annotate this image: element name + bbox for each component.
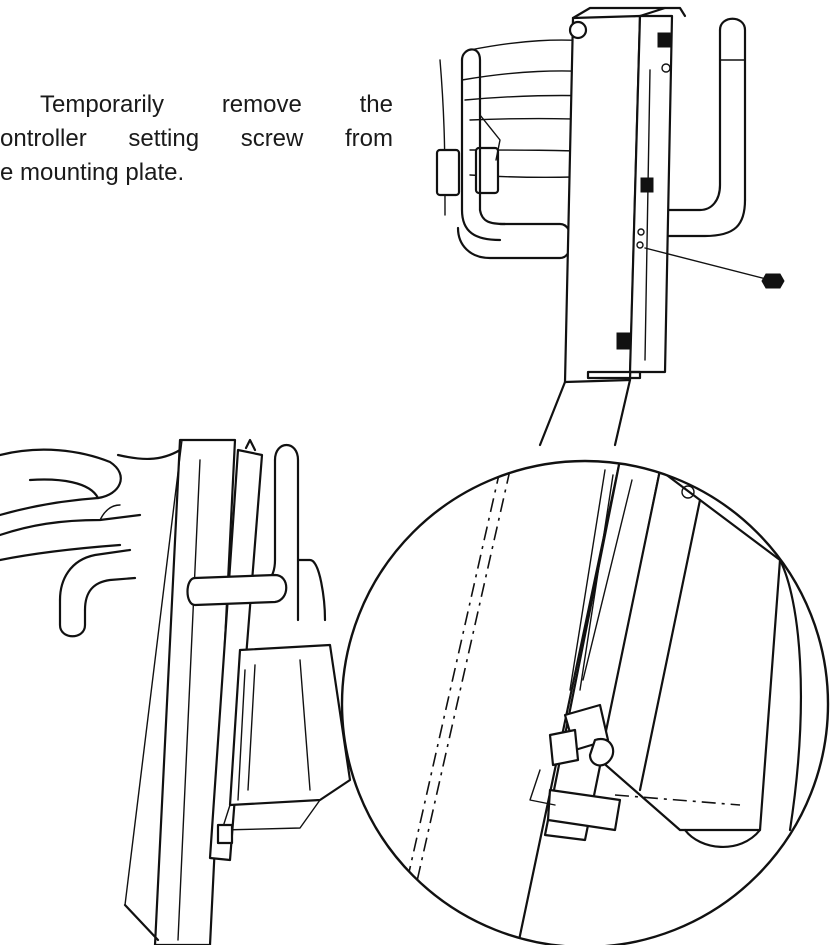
mounting-plate — [628, 14, 674, 374]
hand-illustration — [0, 448, 122, 500]
upright-post — [563, 14, 642, 384]
side-handle-grip — [273, 443, 300, 622]
instruction-line-3: e mounting plate. — [0, 159, 185, 186]
left-handle-grip — [460, 48, 482, 212]
instruction-text: Temporarily remove the ontroller setting… — [0, 88, 393, 190]
right-handle-grip — [718, 17, 747, 202]
controller-side — [228, 643, 352, 807]
instruction-line-1: Temporarily remove the — [40, 91, 393, 118]
detail-zoom-circle — [340, 459, 830, 945]
left-bracket — [435, 148, 461, 197]
bottom-figure-side-view — [0, 438, 352, 945]
screw-leader-line — [644, 247, 771, 281]
top-figure-upright — [435, 6, 785, 447]
zoom-circle-outline — [340, 459, 830, 945]
setting-screw — [761, 273, 785, 289]
instruction-line-2: ontroller setting screw from — [0, 125, 393, 152]
controller-housing — [598, 468, 782, 832]
